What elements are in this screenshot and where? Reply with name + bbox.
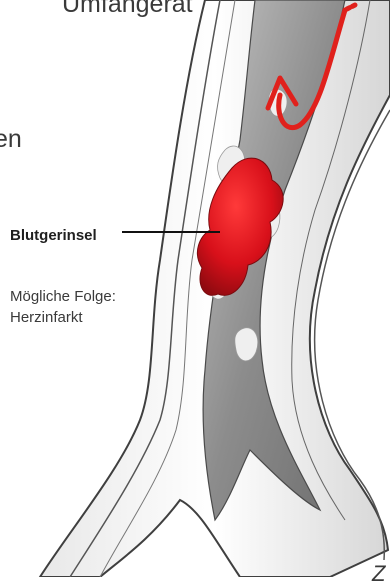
cropped-text-bottom: Z bbox=[372, 561, 385, 587]
clot-label: Blutgerinsel bbox=[10, 227, 97, 244]
consequence-caption: Mögliche Folge: Herzinfarkt bbox=[10, 286, 116, 328]
cropped-heading-top: Umfangerät bbox=[62, 0, 193, 19]
cropped-text-left: en bbox=[0, 125, 22, 154]
